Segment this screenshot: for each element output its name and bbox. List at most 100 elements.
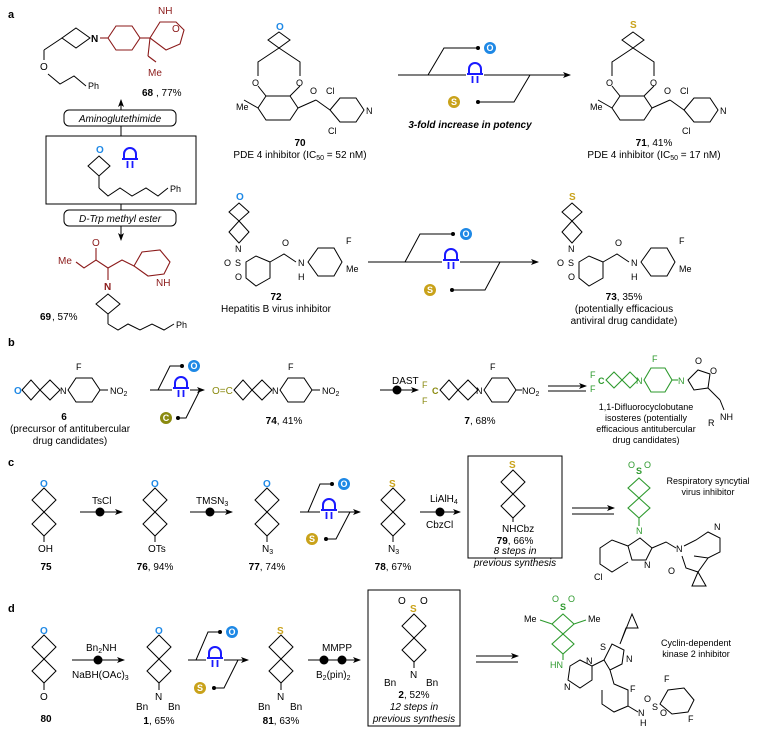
- svg-text:F: F: [346, 236, 352, 246]
- svg-text:R: R: [708, 418, 715, 428]
- svg-text:NHCbz: NHCbz: [502, 524, 534, 535]
- compound-77-structure: O N3 77, 74%: [249, 479, 286, 573]
- svg-text:DAST: DAST: [392, 376, 419, 387]
- compound-70-caption: PDE 4 inhibitor (IC50 = 52 nM): [233, 150, 366, 162]
- photo-swap-transform-3: O C: [150, 360, 205, 424]
- svg-text:O: O: [236, 192, 244, 203]
- svg-text:N: N: [631, 258, 638, 268]
- svg-text:O: O: [486, 43, 493, 53]
- svg-text:F: F: [490, 362, 496, 372]
- panel-label-c: c: [8, 457, 14, 469]
- svg-text:F: F: [630, 684, 636, 694]
- svg-text:O: O: [568, 272, 575, 282]
- svg-text:F: F: [76, 362, 82, 372]
- svg-text:H: H: [298, 272, 305, 282]
- svg-text:NH: NH: [158, 6, 172, 17]
- svg-text:NH: NH: [156, 278, 170, 289]
- compound-71-structure: S O O Me O Cl N Cl 71, 41% PDE 4 inhibit…: [587, 20, 726, 162]
- oxygen-badge: [338, 478, 350, 490]
- compound-76-structure: O OTs 76, 94%: [137, 479, 174, 573]
- svg-text:76, 94%: 76, 94%: [137, 562, 174, 573]
- svg-text:1, 65%: 1, 65%: [143, 716, 174, 727]
- svg-text:O: O: [172, 24, 180, 35]
- svg-text:N: N: [676, 544, 683, 554]
- step-icon: [392, 385, 402, 395]
- multistep-arrow-d: [476, 653, 519, 663]
- svg-text:virus inhibitor: virus inhibitor: [681, 487, 734, 497]
- compound-75-structure: O OH 75: [31, 479, 57, 573]
- svg-text:3-fold increase in potency: 3-fold increase in potency: [408, 120, 532, 131]
- svg-text:Bn: Bn: [426, 678, 438, 689]
- svg-text:N: N: [277, 692, 284, 703]
- svg-text:B2(pin)2: B2(pin)2: [316, 670, 351, 682]
- svg-text:kinase 2 inhibitor: kinase 2 inhibitor: [662, 649, 730, 659]
- compound-1-structure: O N Bn Bn 1, 65%: [136, 626, 180, 727]
- step-icon: [435, 507, 445, 517]
- svg-text:drug candidates): drug candidates): [33, 436, 108, 447]
- svg-text:H: H: [631, 272, 638, 282]
- oxygen-badge: [188, 360, 200, 372]
- photo-swap-transform-2: O S: [368, 228, 539, 296]
- svg-text:71, 41%: 71, 41%: [636, 138, 673, 149]
- svg-text:75: 75: [40, 562, 52, 573]
- bn2nh-step: Bn2NH NaBH(OAc)3: [72, 643, 129, 682]
- svg-text:C: C: [598, 376, 605, 386]
- svg-text:N: N: [366, 106, 373, 116]
- svg-text:O: O: [462, 229, 469, 239]
- svg-text:Respiratory syncytial: Respiratory syncytial: [666, 476, 749, 486]
- svg-text:O: O: [628, 460, 635, 470]
- svg-text:Bn: Bn: [136, 702, 148, 713]
- compound-79-box: [467, 455, 563, 559]
- sulfur-badge: [424, 284, 436, 296]
- svg-text:S: S: [389, 479, 396, 490]
- step-icon: [95, 507, 105, 517]
- svg-text:70: 70: [294, 138, 306, 149]
- svg-text:79, 66%: 79, 66%: [497, 536, 534, 547]
- compound-68-structure: O Ph N NH O Me 68 , 77%: [40, 6, 185, 99]
- svg-text:81, 63%: 81, 63%: [263, 716, 300, 727]
- svg-text:1,1-Difluorocyclobutane: 1,1-Difluorocyclobutane: [599, 402, 694, 412]
- svg-text:N: N: [636, 526, 643, 536]
- svg-text:N3: N3: [262, 544, 273, 556]
- svg-text:O: O: [420, 596, 428, 607]
- compound-79-structure: S NHCbz 79, 66% 8 steps in previous synt…: [473, 460, 556, 569]
- svg-text:N: N: [272, 386, 279, 396]
- svg-text:O: O: [340, 479, 347, 489]
- dast-step: DAST: [380, 376, 419, 395]
- panel-label-b: b: [8, 337, 15, 349]
- svg-text:O: O: [151, 479, 159, 490]
- svg-text:N: N: [714, 522, 721, 532]
- svg-text:N3: N3: [388, 544, 399, 556]
- svg-text:previous synthesis: previous synthesis: [372, 714, 455, 725]
- svg-text:S: S: [509, 460, 516, 471]
- compound-2-structure: O S O N Bn Bn 2, 52% 12 steps in previou…: [372, 596, 455, 725]
- step-icon: [93, 655, 103, 665]
- svg-text:Me: Me: [346, 264, 359, 274]
- svg-text:S: S: [451, 97, 457, 107]
- light-icon: [121, 147, 139, 169]
- svg-text:O: O: [40, 626, 48, 637]
- tmsn3-step: TMSN3: [190, 496, 233, 517]
- svg-text:C: C: [163, 413, 170, 423]
- svg-text:N: N: [568, 244, 575, 254]
- sulfur-badge: [194, 682, 206, 694]
- svg-text:77, 74%: 77, 74%: [249, 562, 286, 573]
- svg-text:7, 68%: 7, 68%: [464, 416, 495, 427]
- svg-text:N: N: [678, 376, 685, 386]
- svg-text:O: O: [568, 594, 575, 604]
- svg-text:isosteres (potentially: isosteres (potentially: [605, 413, 688, 423]
- svg-text:, 77%: , 77%: [156, 88, 182, 99]
- step-icon: [337, 655, 347, 665]
- svg-text:S: S: [630, 20, 637, 31]
- svg-text:MMPP: MMPP: [322, 643, 352, 654]
- photo-swap-transform-1: O S 3-fold increase in potency: [398, 42, 571, 131]
- svg-text:S: S: [277, 626, 284, 637]
- svg-text:O: O: [228, 627, 235, 637]
- svg-text:antiviral drug candidate): antiviral drug candidate): [571, 316, 678, 327]
- multistep-arrow-c: [572, 505, 615, 515]
- svg-text:F: F: [590, 384, 596, 394]
- svg-text:Aminoglutethimide: Aminoglutethimide: [78, 114, 162, 125]
- compound-80-structure: O O 80: [31, 626, 57, 725]
- svg-text:S: S: [309, 534, 315, 544]
- svg-text:NO2: NO2: [522, 386, 540, 398]
